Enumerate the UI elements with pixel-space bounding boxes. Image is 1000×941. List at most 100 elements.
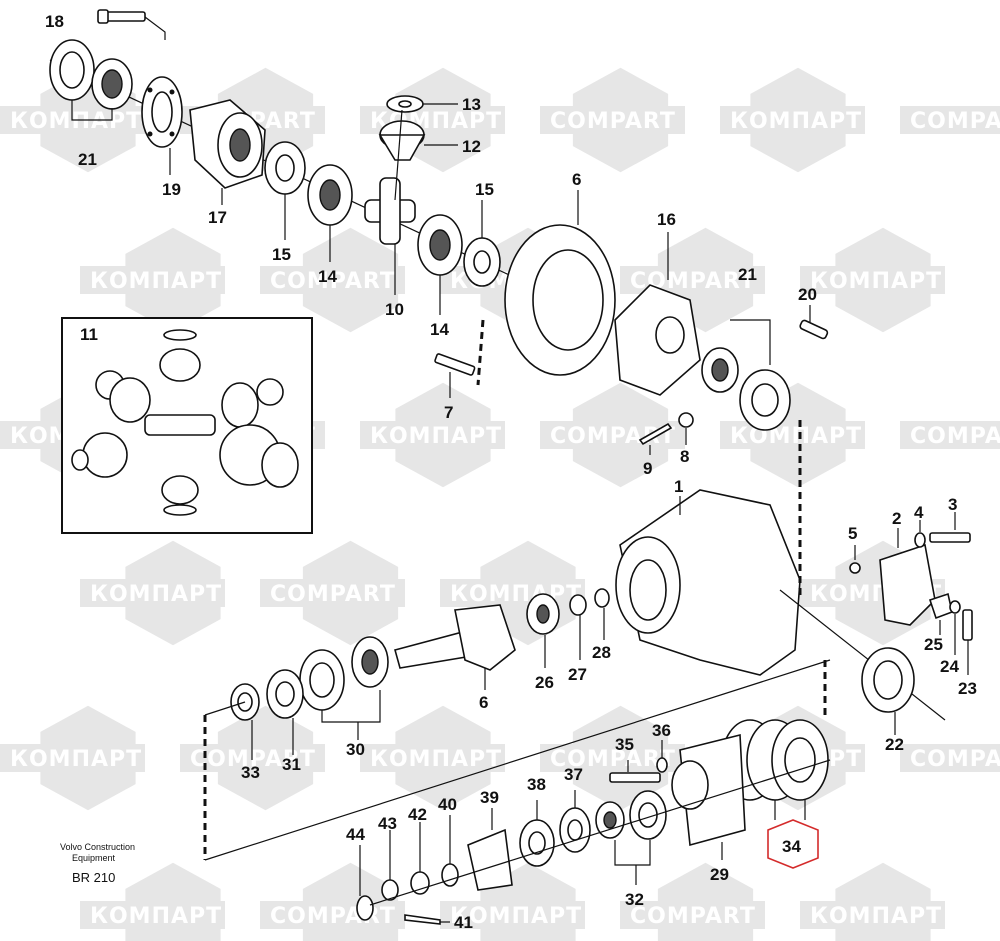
watermark-text: COMPART [270, 904, 396, 929]
watermark-text: КОМПАРТ [90, 582, 222, 607]
callout-14a: 14 [318, 267, 337, 286]
watermark-text: КОМПАРТ [810, 904, 942, 929]
watermark-band [540, 106, 685, 134]
washer-40 [441, 815, 459, 887]
callout-18: 18 [45, 12, 64, 31]
callout-43: 43 [378, 814, 397, 833]
watermark-text: КОМПАРТ [10, 747, 142, 772]
snap-ring-44 [356, 845, 374, 921]
differential-group [49, 9, 829, 455]
callout-28: 28 [592, 643, 611, 662]
washer-15 [264, 141, 306, 240]
bearing-21-top [49, 39, 133, 121]
callout-32: 32 [625, 890, 644, 909]
callout-15a: 15 [272, 245, 291, 264]
callout-24: 24 [940, 657, 959, 676]
callout-38: 38 [527, 775, 546, 794]
watermark-band [360, 421, 505, 449]
watermark-text: COMPART [270, 269, 396, 294]
callout-labels: 18 21 19 17 15 14 10 14 15 13 12 6 16 21… [45, 12, 977, 932]
bearing-set-30 [299, 636, 389, 740]
callout-20: 20 [798, 285, 817, 304]
callout-21b: 21 [738, 265, 757, 284]
washer-43 [381, 830, 399, 901]
washer-15b [463, 200, 501, 287]
watermark-band [80, 266, 225, 294]
spider-10 [364, 177, 416, 295]
adjusting-nut-22 [861, 647, 915, 735]
watermark-band [620, 901, 765, 929]
callout-30: 30 [346, 740, 365, 759]
callout-16: 16 [657, 210, 676, 229]
callout-9: 9 [643, 459, 652, 478]
callout-33: 33 [241, 763, 260, 782]
watermark-text: КОМПАРТ [90, 269, 222, 294]
pinion-gear-12 [378, 120, 458, 161]
bolt-3 [929, 512, 971, 543]
nut-8 [678, 412, 694, 445]
watermark-text: КОМПАРТ [90, 904, 222, 929]
watermark-band [900, 106, 1000, 134]
watermark-band [720, 106, 865, 134]
callout-12: 12 [462, 137, 481, 156]
watermark-band [440, 901, 585, 929]
callout-7: 7 [444, 403, 453, 422]
caption-line1: Volvo Construction [60, 842, 135, 852]
callout-22: 22 [885, 735, 904, 754]
highlight-hexagon [767, 819, 819, 869]
side-gear-14b [417, 214, 463, 315]
callout-35: 35 [615, 735, 634, 754]
callout-6a: 6 [572, 170, 581, 189]
washer-13 [386, 95, 458, 113]
callout-2: 2 [892, 509, 901, 528]
callout-1: 1 [674, 477, 683, 496]
callout-11: 11 [80, 325, 98, 344]
yoke-group [356, 719, 831, 925]
callout-19: 19 [162, 180, 181, 199]
watermark-text: COMPART [910, 747, 1000, 772]
callout-21: 21 [78, 150, 97, 169]
callout-36: 36 [652, 721, 671, 740]
callout-27: 27 [568, 665, 587, 684]
ring-gear-6 [504, 190, 616, 376]
callout-14b: 14 [430, 320, 449, 339]
callout-44: 44 [346, 825, 365, 844]
watermark-band [80, 901, 225, 929]
watermark-band [0, 744, 145, 772]
caption-block: Volvo Construction Equipment BR 210 [60, 842, 135, 885]
watermark-text: COMPART [550, 747, 676, 772]
watermark-text: COMPART [910, 109, 1000, 134]
callout-29: 29 [710, 865, 729, 884]
callout-6b: 6 [479, 693, 488, 712]
bearing-26 [526, 593, 560, 668]
housing-group [203, 420, 973, 861]
bolt-35 [609, 760, 661, 783]
watermark-text: КОМПАРТ [730, 109, 862, 134]
bearing-cap-2 [879, 528, 936, 626]
pin-41 [404, 914, 450, 925]
watermark-band [540, 421, 685, 449]
callout-10: 10 [385, 300, 404, 319]
watermark-band [900, 744, 1000, 772]
bolt-7 [434, 353, 476, 398]
bolt-18 [97, 9, 166, 40]
bolt-23 [962, 609, 973, 675]
watermark-band [800, 901, 945, 929]
snap-ring-28 [594, 588, 610, 640]
watermark-text: КОМПАРТ [810, 269, 942, 294]
pin-20 [799, 305, 829, 340]
washer-27 [569, 594, 587, 660]
callout-13: 13 [462, 95, 481, 114]
washer-36 [656, 740, 668, 773]
caption-line2: Equipment [72, 853, 116, 863]
watermark-band [360, 744, 505, 772]
callout-5: 5 [848, 524, 857, 543]
watermark-band [260, 266, 405, 294]
nut-42 [410, 822, 430, 895]
watermark-text: COMPART [550, 109, 676, 134]
callout-8: 8 [680, 447, 689, 466]
bearing-cup-31 [266, 669, 304, 755]
cotter-pin-9 [638, 422, 673, 455]
watermark-text: COMPART [270, 582, 396, 607]
callout-17: 17 [208, 208, 227, 227]
